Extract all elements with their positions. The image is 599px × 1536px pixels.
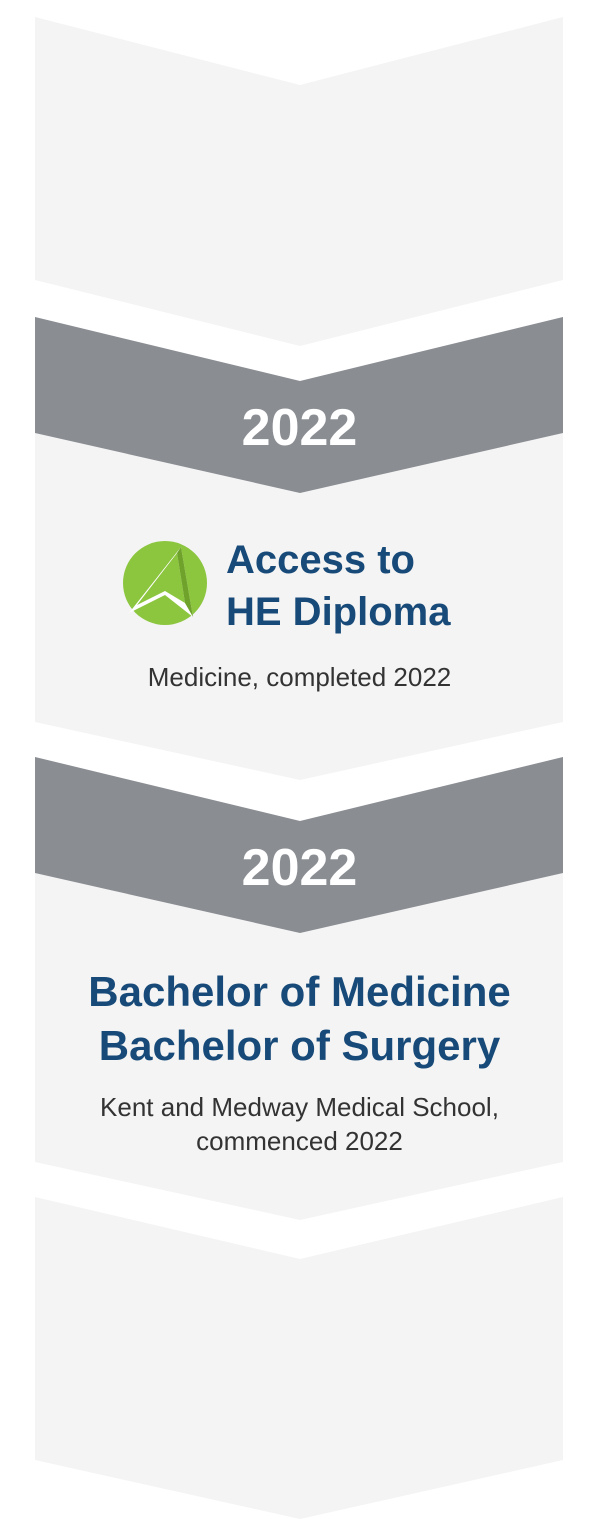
chevron-bottom xyxy=(35,1197,563,1519)
stage-1-title-line-1: Access to xyxy=(226,538,415,582)
stage-1-subtitle: Medicine, completed 2022 xyxy=(0,660,599,694)
stage-1-subtitle-line-1: Medicine, completed 2022 xyxy=(147,662,452,692)
stage-2-title: Bachelor of Medicine Bachelor of Surgery xyxy=(0,965,599,1073)
year-band-1 xyxy=(35,317,563,493)
stage-2-subtitle-line-1: Kent and Medway Medical School, xyxy=(100,1092,499,1122)
stage-2-year: 2022 xyxy=(241,839,358,897)
stage-1-title-line-2: HE Diploma xyxy=(226,590,451,634)
stage-1-year: 2022 xyxy=(241,399,358,457)
year-band-2 xyxy=(35,757,563,933)
chevron-top xyxy=(35,17,563,346)
stage-2-subtitle-line-2: commenced 2022 xyxy=(196,1126,403,1156)
stage-2-subtitle: Kent and Medway Medical School, commence… xyxy=(0,1090,599,1158)
access-to-he-logo-icon xyxy=(123,541,207,625)
stage-1-title: Access to HE Diploma xyxy=(226,534,450,638)
stage-2-title-line-1: Bachelor of Medicine xyxy=(88,968,511,1015)
stage-2-title-line-2: Bachelor of Surgery xyxy=(98,1022,501,1069)
